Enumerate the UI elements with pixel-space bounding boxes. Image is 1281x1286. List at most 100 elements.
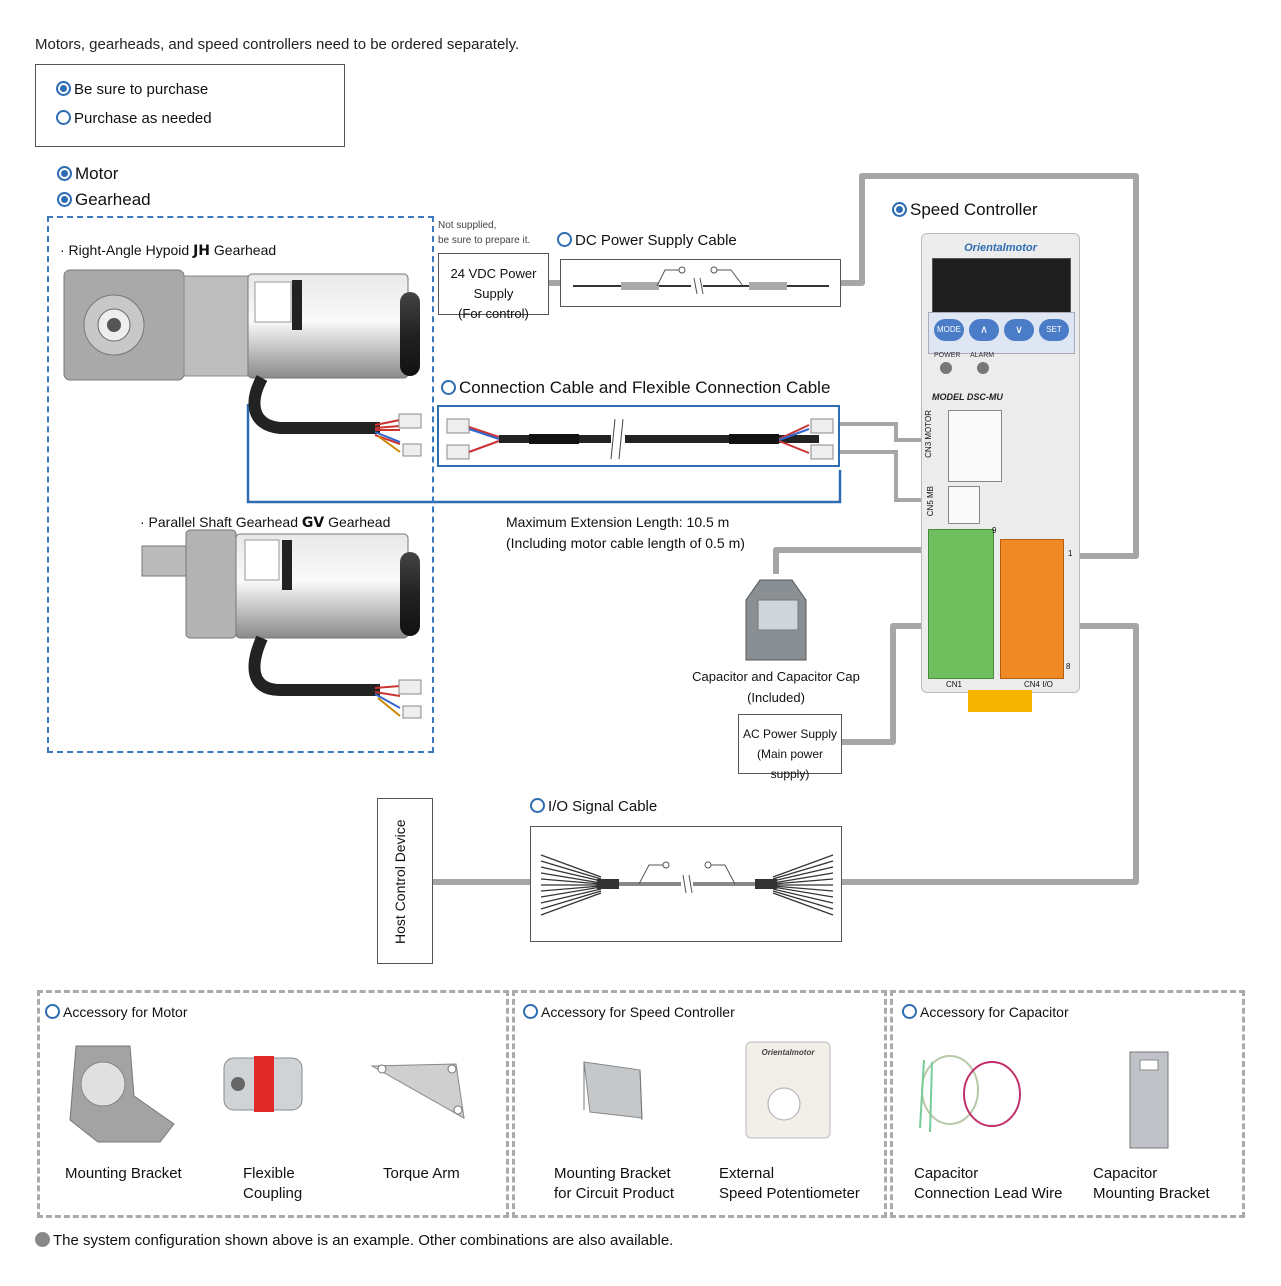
capacitor-bracket-line2: Mounting Bracket xyxy=(1093,1185,1210,1202)
right-angle-title: · Right-Angle Hypoid JH Gearhead xyxy=(60,242,276,259)
capacitor-line1: Capacitor and Capacitor Cap xyxy=(692,669,860,684)
flexible-coupling-line2: Coupling xyxy=(243,1185,303,1202)
mode-button[interactable]: MODE xyxy=(934,319,964,341)
potentiometer-image xyxy=(745,1041,831,1139)
accessory-potentiometer: External Speed Potentiometer xyxy=(719,1164,860,1204)
capacitor-bracket-image xyxy=(1129,1051,1169,1149)
max-extension-line1: Maximum Extension Length: 10.5 m xyxy=(506,514,730,530)
speed-controller-image: Orientalmotor MODE ∧ ∨ SET POWER ALARM M… xyxy=(921,233,1080,693)
lead-wire-line1: Capacitor xyxy=(914,1165,979,1182)
filled-circle-icon xyxy=(56,81,71,96)
not-supplied-line2: be sure to prepare it. xyxy=(438,235,531,246)
not-supplied-note: Not supplied, be sure to prepare it. xyxy=(438,218,530,248)
cn3-motor-connector xyxy=(948,410,1002,482)
gearhead-label: Gearhead xyxy=(57,190,151,210)
legend-box: Be sure to purchase Purchase as needed xyxy=(35,64,345,147)
legend-as-needed-label: Purchase as needed xyxy=(74,110,212,127)
motor-label: Motor xyxy=(57,164,118,184)
open-circle-icon xyxy=(45,1004,60,1019)
filled-circle-icon xyxy=(57,192,72,207)
parallel-prefix: · Parallel Shaft Gearhead xyxy=(140,514,302,530)
torque-arm-image xyxy=(370,1063,465,1119)
parallel-suffix: Gearhead xyxy=(324,514,391,530)
pin1-label: 1 xyxy=(1068,549,1073,558)
up-button[interactable]: ∧ xyxy=(969,319,999,341)
io-cable-label: I/O Signal Cable xyxy=(530,798,657,815)
filled-circle-icon xyxy=(892,202,907,217)
jh-code: JH xyxy=(193,243,210,259)
accessory-circuit-bracket: Mounting Bracket for Circuit Product xyxy=(554,1164,674,1204)
right-angle-suffix: Gearhead xyxy=(210,242,277,258)
ac-supply-line2: (Main power supply) xyxy=(756,747,824,781)
parallel-title: · Parallel Shaft Gearhead GV Gearhead xyxy=(140,514,390,531)
mounting-bracket-label: Mounting Bracket xyxy=(65,1165,182,1182)
controller-accessory-title: Accessory for Speed Controller xyxy=(523,1004,735,1020)
lead-wire-image xyxy=(919,1055,1021,1133)
motor-gearhead-group xyxy=(47,216,434,753)
legend-be-sure-label: Be sure to purchase xyxy=(74,81,209,98)
speed-controller-label: Speed Controller xyxy=(892,200,1038,220)
cn1-terminal xyxy=(928,529,994,679)
cn4-io-terminal xyxy=(1000,539,1064,679)
down-button[interactable]: ∨ xyxy=(1004,319,1034,341)
potentiometer-line2: Speed Potentiometer xyxy=(719,1185,860,1202)
cn1-label: CN1 xyxy=(946,680,963,689)
open-circle-icon xyxy=(441,380,456,395)
dc-cable-label: DC Power Supply Cable xyxy=(557,232,737,249)
speed-controller-title: Speed Controller xyxy=(910,200,1038,219)
vdc-power-supply: 24 VDC Power Supply (For control) xyxy=(438,253,549,321)
io-cable-image xyxy=(530,826,842,942)
lead-wire-line2: Connection Lead Wire xyxy=(914,1185,1063,1202)
io-cable-drawing xyxy=(540,854,834,916)
motor-accessory-title: Accessory for Motor xyxy=(45,1004,187,1020)
flexible-coupling-image xyxy=(223,1056,303,1112)
capacitor-label: Capacitor and Capacitor Cap (Included) xyxy=(690,666,862,708)
circuit-bracket-line1: Mounting Bracket xyxy=(554,1165,671,1182)
connection-cable-label: Connection Cable and Flexible Connection… xyxy=(441,378,830,398)
vdc-supply-line1: 24 VDC Power Supply xyxy=(450,266,537,301)
footer-note-text: The system configuration shown above is … xyxy=(53,1232,674,1249)
connection-cable-drawing xyxy=(446,418,834,460)
gv-code: GV xyxy=(301,515,325,531)
motor-accessory-panel xyxy=(37,990,509,1218)
right-angle-prefix: · Right-Angle Hypoid xyxy=(60,242,194,258)
capacitor-accessory-panel xyxy=(890,990,1245,1218)
circuit-bracket-line2: for Circuit Product xyxy=(554,1185,675,1202)
accessory-capacitor-bracket: Capacitor Mounting Bracket xyxy=(1093,1164,1210,1204)
ac-power-supply: AC Power Supply (Main power supply) xyxy=(738,714,842,781)
flexible-coupling-line1: Flexible xyxy=(243,1165,295,1182)
pin8-label: 8 xyxy=(1066,662,1071,671)
accessory-mounting-bracket: Mounting Bracket xyxy=(65,1164,182,1184)
dc-cable-image xyxy=(560,259,841,307)
not-supplied-line1: Not supplied, xyxy=(438,220,497,231)
open-circle-icon xyxy=(902,1004,917,1019)
host-control-device: Host Control Device xyxy=(377,798,433,964)
accessory-flexible-coupling: Flexible Coupling xyxy=(243,1164,302,1204)
gray-circle-icon xyxy=(35,1232,50,1247)
ac-supply-line1: AC Power Supply xyxy=(742,727,838,741)
set-button[interactable]: SET xyxy=(1039,319,1069,341)
max-extension-note: Maximum Extension Length: 10.5 m (Includ… xyxy=(506,512,745,554)
accessory-lead-wire: Capacitor Connection Lead Wire xyxy=(914,1164,1062,1204)
potentiometer-brand: Orientalmotor xyxy=(761,1048,815,1057)
max-extension-line2: (Including motor cable length of 0.5 m) xyxy=(506,535,745,551)
filled-circle-icon xyxy=(57,166,72,181)
capacitor-line2: (Included) xyxy=(747,690,805,705)
power-led-label: POWER xyxy=(934,352,961,359)
open-circle-icon xyxy=(523,1004,538,1019)
controller-accessory-panel xyxy=(512,990,887,1218)
capacitor-accessory-title: Accessory for Capacitor xyxy=(902,1004,1069,1020)
torque-arm-label: Torque Arm xyxy=(383,1165,460,1182)
motor-accessory-title-text: Accessory for Motor xyxy=(63,1004,188,1020)
connection-cable-image xyxy=(437,405,840,467)
vdc-supply-line2: (For control) xyxy=(458,306,529,321)
power-led xyxy=(940,362,952,374)
cn4-label: CN4 I/O xyxy=(1024,680,1053,689)
controller-brand: Orientalmotor xyxy=(964,242,1037,254)
accessory-torque-arm: Torque Arm xyxy=(383,1164,460,1184)
legend-be-sure: Be sure to purchase xyxy=(56,81,208,98)
